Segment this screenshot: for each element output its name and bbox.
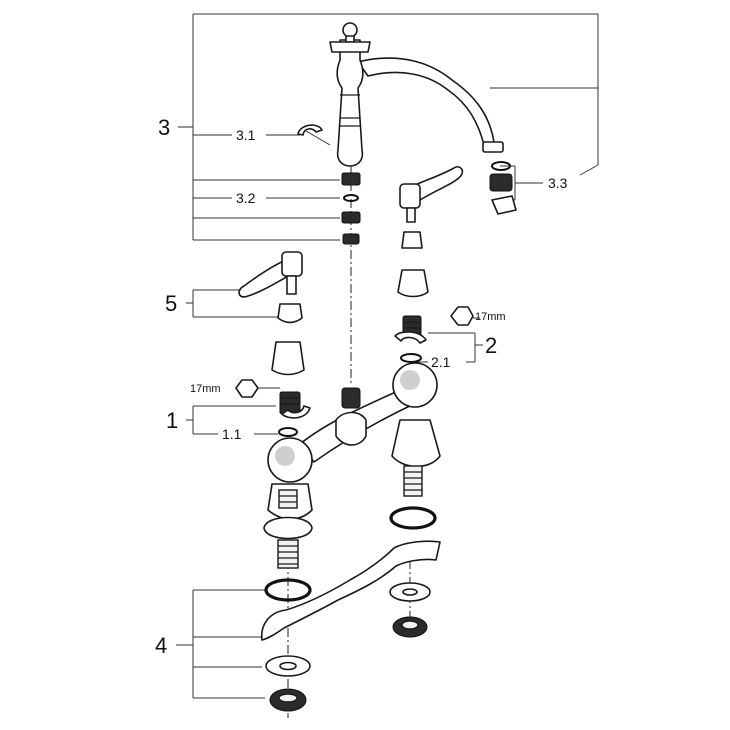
callout-1: 1 <box>166 408 178 433</box>
left-wrench-size: 17mm <box>190 383 221 395</box>
left-sealing-ring <box>264 578 312 602</box>
callout-3-2: 3.2 <box>236 190 256 206</box>
fixing-washers-and-nuts <box>265 582 431 712</box>
callout-1-1: 1.1 <box>222 426 242 442</box>
left-valve-cartridge <box>278 391 311 437</box>
right-hex-icon <box>450 306 474 326</box>
retaining-clip-3-1 <box>297 124 323 136</box>
right-sealing-ring <box>389 506 437 530</box>
mounting-plate <box>261 540 441 641</box>
callout-2-1: 2.1 <box>431 354 451 370</box>
leader-lines <box>176 13 599 699</box>
callout-2: 2 <box>485 333 497 358</box>
callout-4: 4 <box>155 633 167 658</box>
threaded-shanks <box>263 465 423 569</box>
right-wrench-size: 17mm <box>475 311 506 323</box>
callout-3-1: 3.1 <box>236 127 256 143</box>
callout-3-3: 3.3 <box>548 175 568 191</box>
callout-3: 3 <box>158 115 170 140</box>
spout-seal-stack <box>341 172 361 245</box>
aerator-set-3-3 <box>489 161 517 215</box>
left-hex-icon <box>235 379 259 398</box>
right-handle-assembly <box>394 166 464 363</box>
spout-assembly <box>329 22 504 167</box>
callout-5: 5 <box>165 291 177 316</box>
left-handle-assembly <box>238 251 305 376</box>
